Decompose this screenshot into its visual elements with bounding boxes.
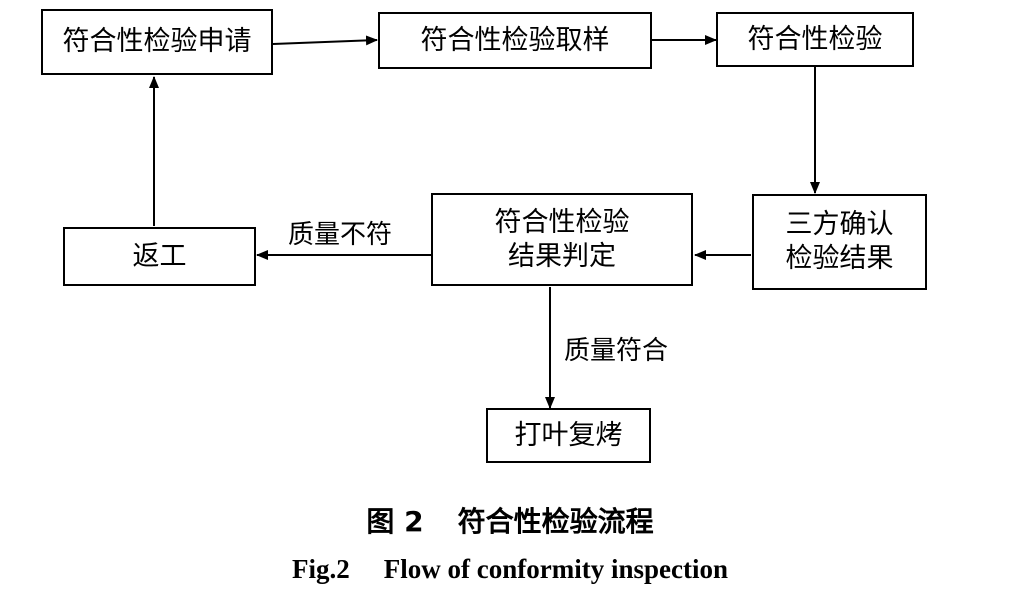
caption-en-title: Flow of conformity inspection [383,554,728,584]
node-inspection-sampling-label: 符合性检验取样 [420,24,610,56]
node-tripartite-confirm: 三方确认 检验结果 [752,194,927,290]
node-inspection-label: 符合性检验 [747,23,883,55]
caption-en-fig: Fig.2 [292,554,350,584]
edge-label-quality-pass: 质量符合 [564,336,669,366]
caption-cn-title: 符合性检验流程 [457,505,654,538]
node-result-judgement-line1: 符合性检验 [494,206,630,238]
node-rework-label: 返工 [132,240,187,272]
edge-label-quality-fail: 质量不符 [288,220,393,250]
node-result-judgement-line2: 结果判定 [508,240,616,272]
caption-cn-fig: 图 2 [366,505,424,538]
caption-en: Fig.2 Flow of conformity inspection [0,554,1020,585]
node-redrying-label: 打叶复烤 [514,419,623,451]
node-inspection: 符合性检验 [716,12,914,67]
node-redrying: 打叶复烤 [486,408,651,463]
node-inspection-apply-label: 符合性检验申请 [62,26,252,58]
node-inspection-sampling: 符合性检验取样 [378,12,652,69]
node-tripartite-confirm-line2: 检验结果 [785,243,894,274]
caption-cn: 图 2 符合性检验流程 [0,500,1020,540]
arrow-apply-to-sample [272,35,378,46]
node-rework: 返工 [63,227,256,286]
node-result-judgement: 符合性检验 结果判定 [431,193,693,286]
node-tripartite-confirm-line1: 三方确认 [785,209,894,241]
node-inspection-apply: 符合性检验申请 [41,9,273,75]
